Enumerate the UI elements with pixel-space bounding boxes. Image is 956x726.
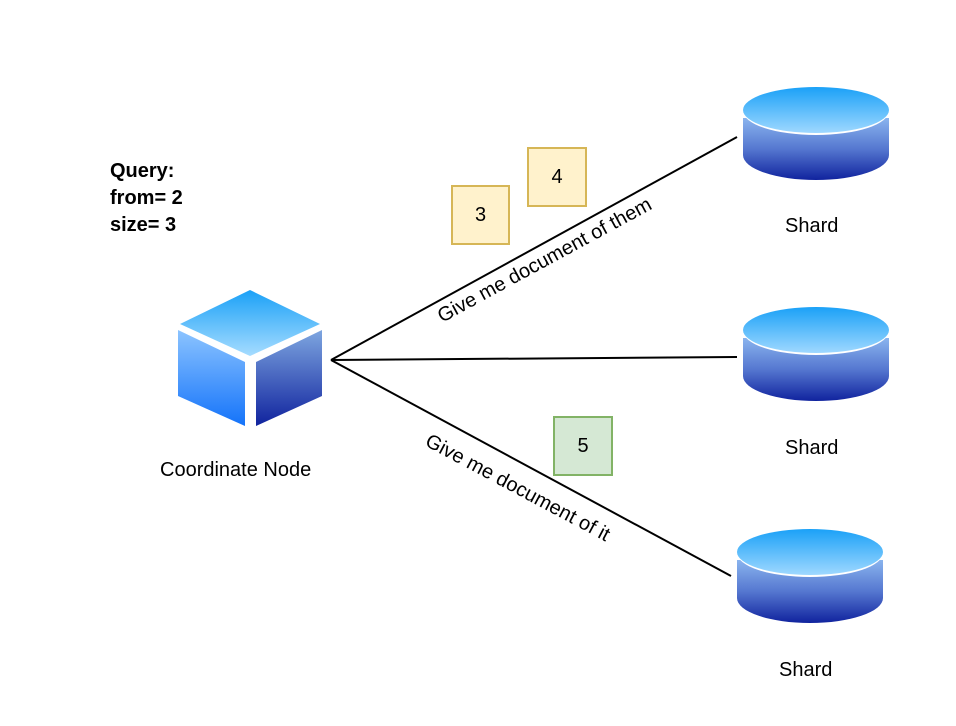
database-icon[interactable] bbox=[743, 87, 889, 180]
edge-to-shard-1 bbox=[330, 136, 738, 361]
database-icon[interactable] bbox=[737, 529, 883, 623]
document-box-3[interactable]: 3 bbox=[451, 185, 510, 245]
shard-label: Shard bbox=[785, 437, 839, 459]
shard-label: Shard bbox=[779, 659, 833, 681]
query-title: Query: bbox=[110, 160, 175, 182]
query-from: from= 2 bbox=[110, 187, 183, 209]
query-size: size= 3 bbox=[110, 214, 177, 236]
edge-to-shard-3 bbox=[330, 359, 732, 577]
cube-icon[interactable] bbox=[178, 290, 322, 426]
shard-label: Shard bbox=[785, 215, 839, 237]
database-icon[interactable] bbox=[743, 307, 889, 401]
document-box-4[interactable]: 4 bbox=[527, 147, 587, 207]
query-text: Query: from= 2 size= 3 bbox=[110, 158, 183, 239]
document-box-5[interactable]: 5 bbox=[553, 416, 613, 476]
coordinate-node-label: Coordinate Node bbox=[160, 459, 312, 481]
edge-to-shard-2 bbox=[330, 356, 738, 361]
